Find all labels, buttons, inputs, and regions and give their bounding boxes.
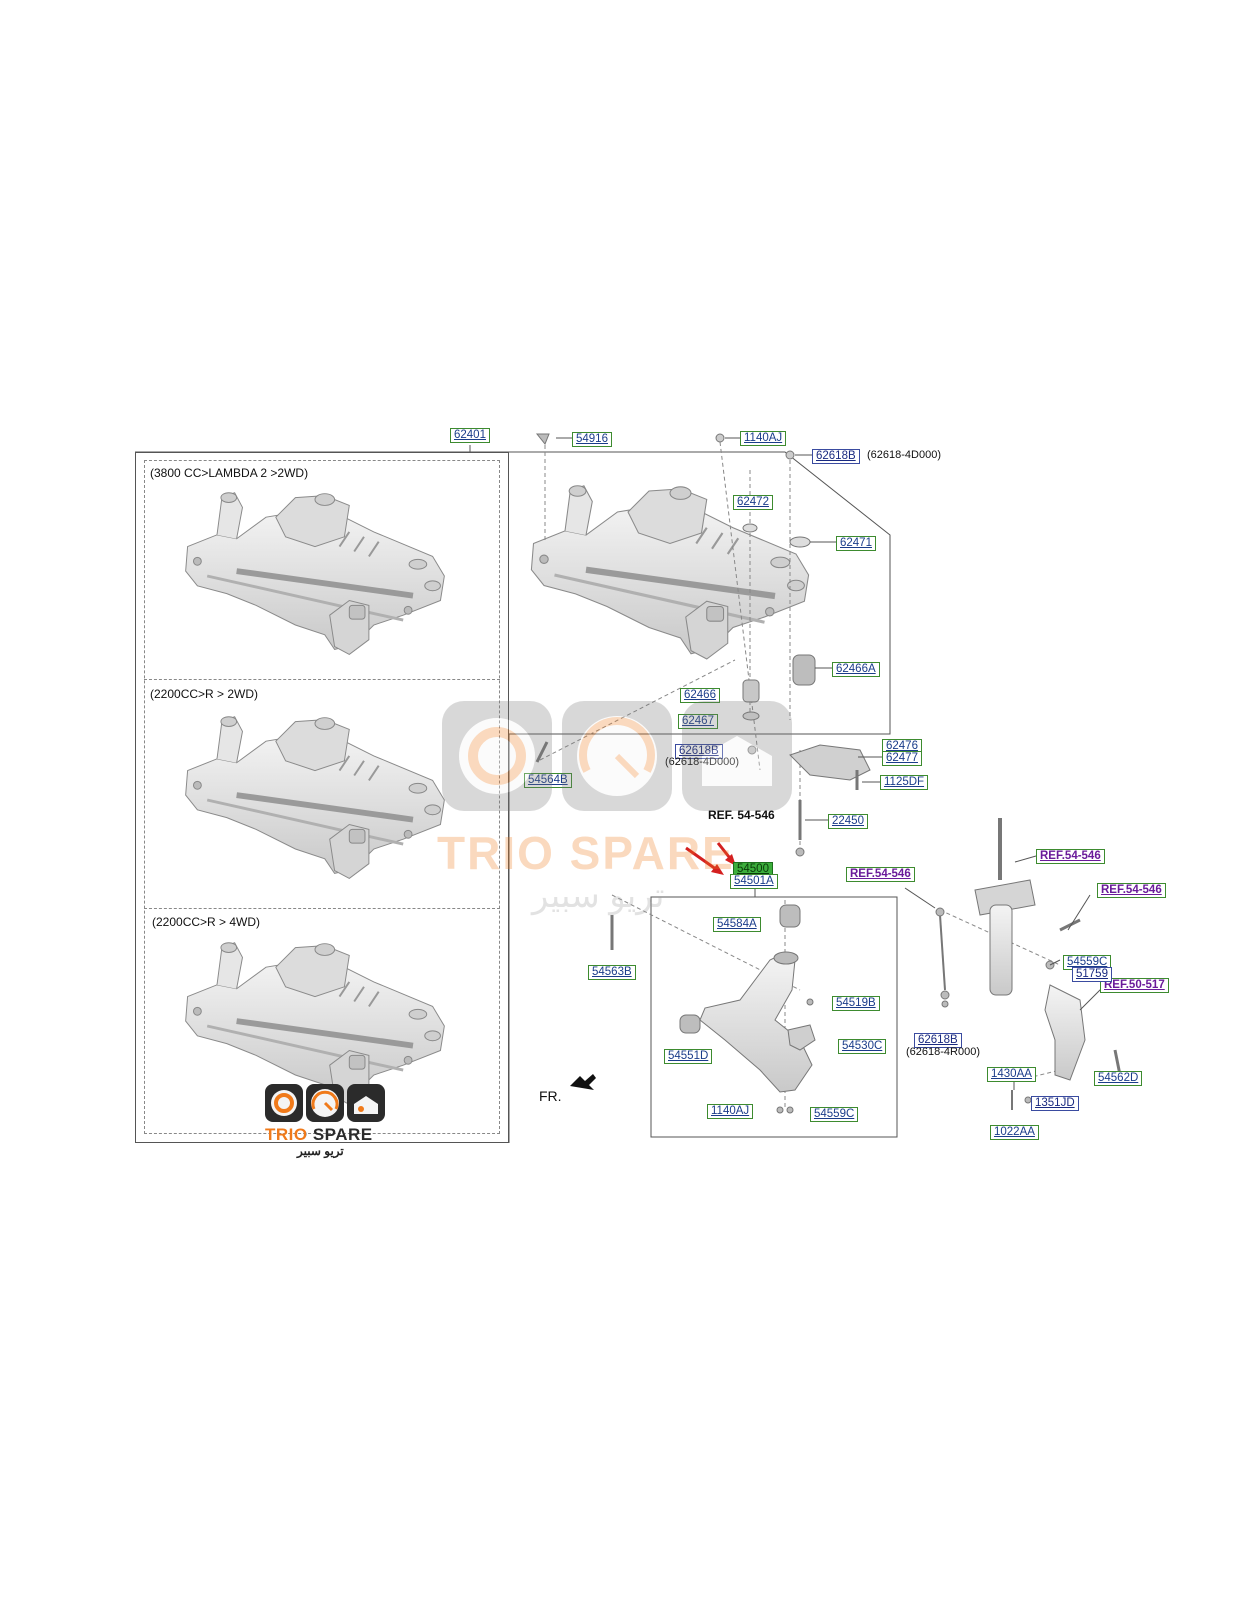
part-62618B-top[interactable]: 62618B [812, 449, 860, 464]
watermark-arabic: تريو سبير [532, 877, 665, 915]
part-62472[interactable]: 62472 [733, 495, 773, 510]
part-54519B[interactable]: 54519B [832, 996, 880, 1011]
brand-logo-text: TRIO SPARE [265, 1125, 373, 1145]
ref-54-546-c[interactable]: REF.54-546 [1097, 883, 1166, 898]
part-62618B-mid[interactable]: 62618B [675, 744, 723, 759]
part-62401[interactable]: 62401 [450, 428, 490, 443]
note-62618-4R000: (62618-4R000) [906, 1046, 980, 1058]
part-54530C[interactable]: 54530C [838, 1039, 887, 1054]
part-51759[interactable]: 51759 [1072, 967, 1112, 982]
part-54916[interactable]: 54916 [572, 432, 612, 447]
part-62466A[interactable]: 62466A [832, 662, 880, 677]
part-22450[interactable]: 22450 [828, 814, 868, 829]
part-62477[interactable]: 62477 [882, 751, 922, 766]
part-54559C-bottom[interactable]: 54559C [810, 1107, 859, 1122]
part-1022AA[interactable]: 1022AA [990, 1125, 1039, 1140]
watermark: TRIO SPARE تريو سبير [437, 696, 797, 926]
ref-54-546-a[interactable]: REF.54-546 [1036, 849, 1105, 864]
part-62467[interactable]: 62467 [678, 714, 718, 729]
variants-dashed-box [144, 460, 500, 1134]
ref-50-517[interactable]: REF.50-517 [1100, 978, 1169, 993]
part-54562D[interactable]: 54562D [1094, 1071, 1143, 1086]
note-62618-4D000-top: (62618-4D000) [867, 449, 941, 461]
brand-arabic: تريو سبير [297, 1144, 344, 1158]
part-62471[interactable]: 62471 [836, 536, 876, 551]
part-1125DF[interactable]: 1125DF [880, 775, 929, 790]
part-54563B[interactable]: 54563B [588, 965, 636, 980]
variant-label-1: (3800 CC>LAMBDA 2 >2WD) [150, 466, 309, 480]
variant-label-3: (2200CC>R > 4WD) [152, 915, 261, 929]
watermark-icons [442, 701, 792, 811]
part-54564B[interactable]: 54564B [524, 773, 572, 788]
part-1430AA[interactable]: 1430AA [987, 1067, 1036, 1082]
part-54551D[interactable]: 54551D [664, 1049, 713, 1064]
part-1140AJ-top[interactable]: 1140AJ [740, 431, 787, 446]
part-62618B-right[interactable]: 62618B [914, 1033, 962, 1048]
front-direction-label: FR. [539, 1088, 562, 1104]
variant-label-2: (2200CC>R > 2WD) [150, 687, 259, 701]
brand-name: TRIO SPARE [265, 1125, 373, 1144]
part-54501A[interactable]: 54501A [730, 874, 778, 889]
ref-54-546-plain[interactable]: REF. 54-546 [708, 808, 775, 822]
brand-logo-icons [265, 1084, 385, 1122]
ref-54-546-b[interactable]: REF.54-546 [846, 867, 915, 882]
part-62466[interactable]: 62466 [680, 688, 720, 703]
note-62618-4D000-mid: (62618-4D000) [665, 756, 739, 768]
part-62476[interactable]: 62476 [882, 739, 922, 754]
part-1140AJ-bottom[interactable]: 1140AJ [707, 1104, 754, 1119]
variant-divider-1 [144, 679, 500, 680]
watermark-text: TRIO SPARE [437, 827, 735, 879]
variant-divider-2 [144, 908, 500, 909]
part-1351JD[interactable]: 1351JD [1031, 1096, 1079, 1111]
part-54584A[interactable]: 54584A [713, 917, 761, 932]
